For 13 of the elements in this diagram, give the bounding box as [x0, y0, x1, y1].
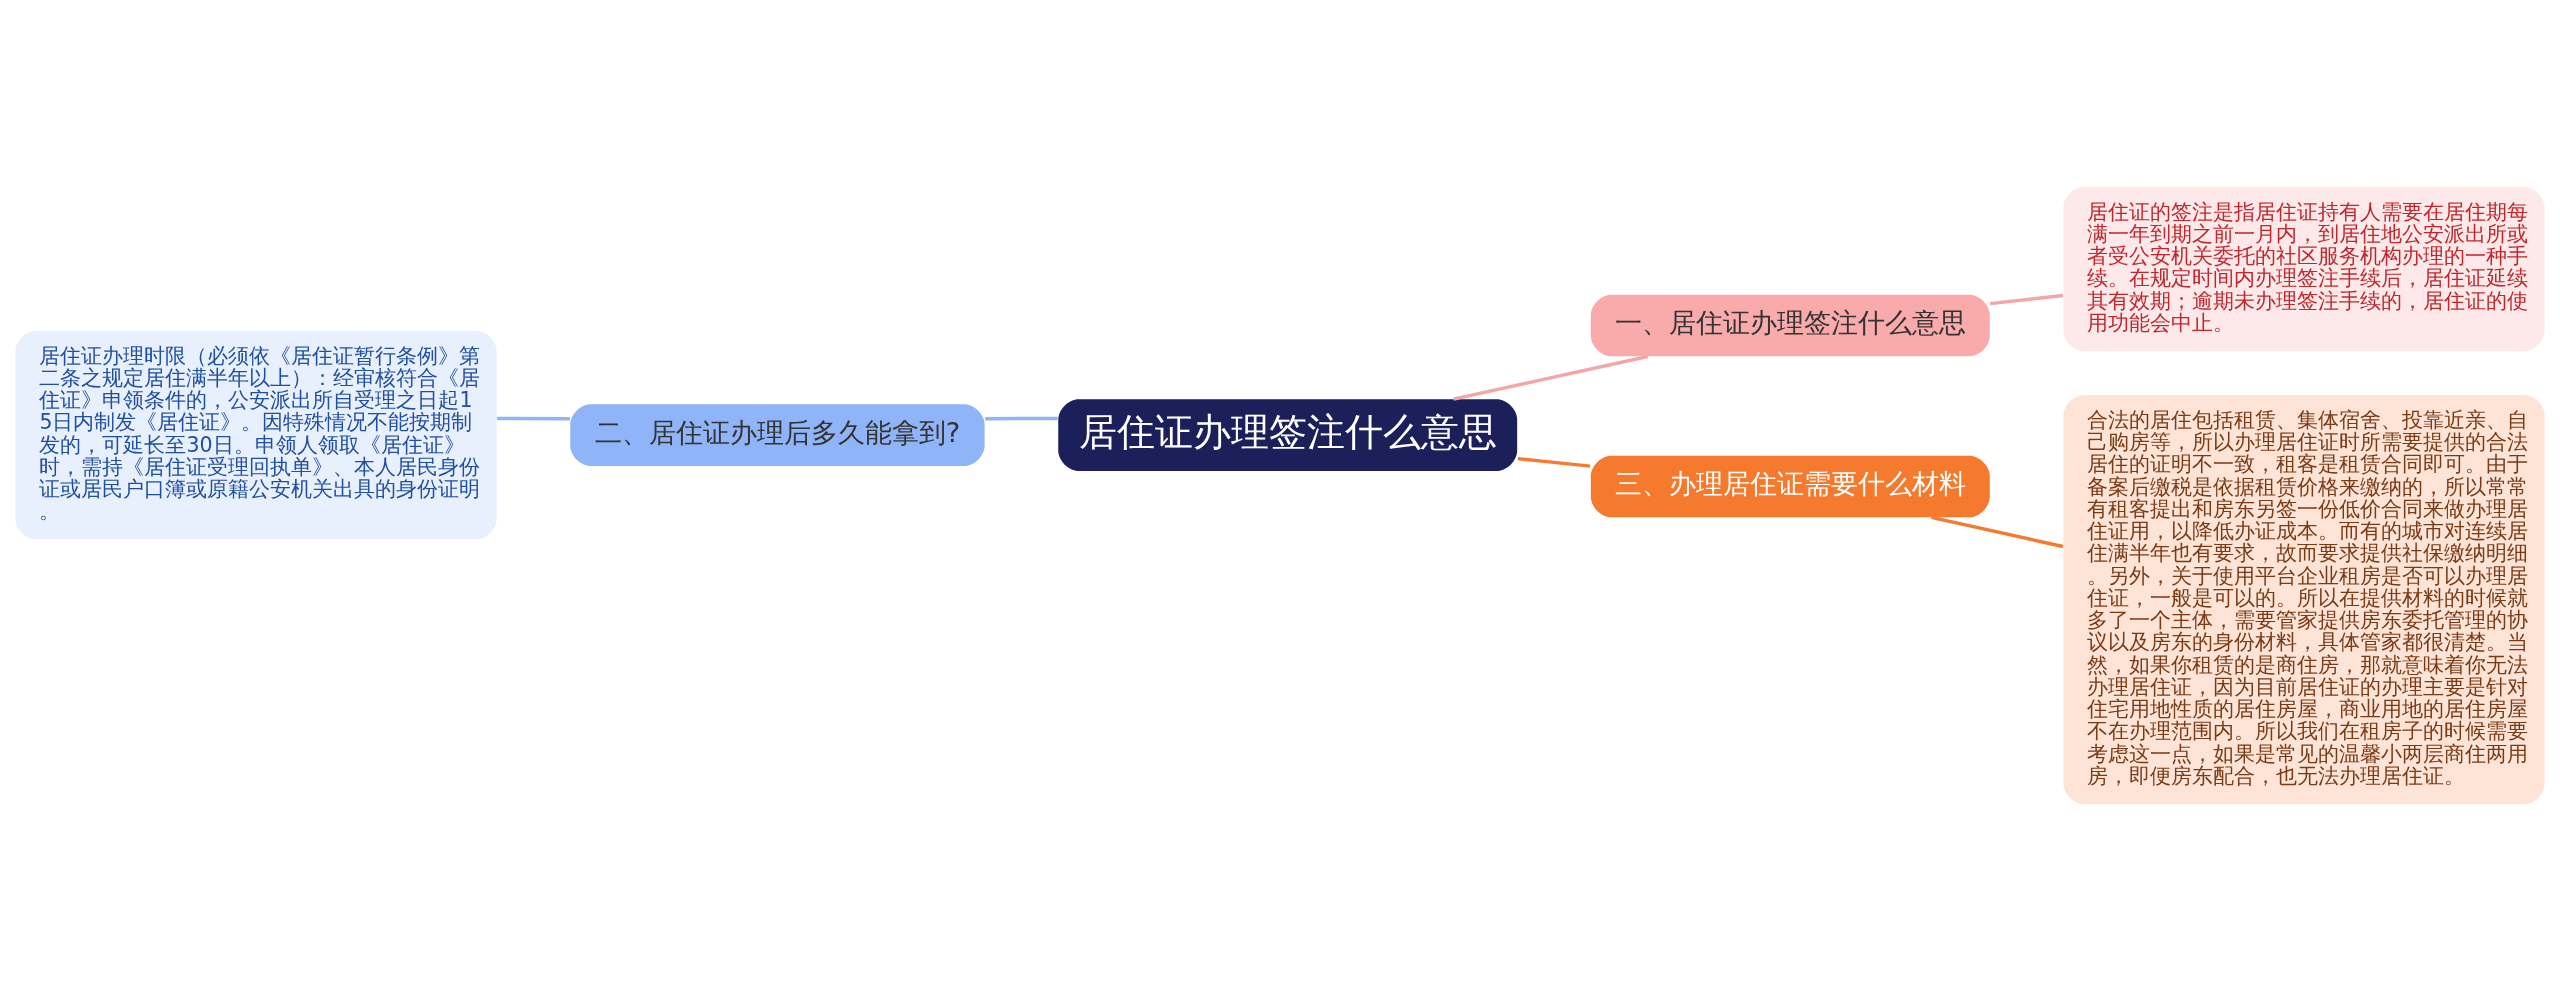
- connector: [1453, 354, 1649, 401]
- node-box: 居住证办理时限（必须依《居住证暂行条例》第二条之规定居住满半年以上）：经审核符合《居住证》申领条件的，公安派出所自受理之日起15日内制发《居住证》。因特殊情况不能按期制发的，可延长至30日。申领人领取《居住证》时，需持《居住证受理回执单》、本人居民身份证或居民户口簿或原籍公安机关出具的身份证明。: [15, 330, 497, 540]
- node-box: 三、办理居住证需要什么材料: [1590, 455, 1990, 518]
- connector: [1989, 293, 2064, 306]
- node-box: 合法的居住包括租赁、集体宿舍、投靠近亲、自己购房等，所以办理居住证时所需要提供的合法居住的证明不一致，租客是租赁合同即可。由于备案后缴税是依据租赁价格来缴纳的，所以常常有租客提出和房东另签一份低价合同来做办理居住证用，以降低办证成本。而有的城市对连续居住满半年也有要求，故而要求提供社保缴纳明细。另外，关于使用平台企业租房是否可以办理居住证，一般是可以的。所以在提供材料的时候就多了一个主体，需要管家提供房东委托管理的协议以及房东的身份材料，具体管家都很清楚。当然，如果你租赁的是商住房，那就意味着你无法办理居住证，因为目前居住证的办理主要是针对住宅用地性质的居住房屋，商业用地的居住房屋不在办理范围内。所以我们在租房子的时候需要考虑这一点，如果是常见的温馨小两层商住两用房，即便房东配合，也无法办理居住证。: [2063, 394, 2545, 805]
- connector: [985, 416, 1058, 421]
- connector: [1517, 456, 1591, 468]
- node-box: 一、居住证办理签注什么意思: [1590, 294, 1990, 357]
- node-box: 居住证办理签注什么意思: [1058, 399, 1518, 472]
- node-box: 居住证的签注是指居住证持有人需要在居住期每满一年到期之前一月内，到居住地公安派出所或者受公安机关委托的社区服务机构办理的一种手续。在规定时间内办理签注手续后，居住证延续其有效期；逾期未办理签注手续的，居住证的使用功能会中止。: [2063, 186, 2545, 352]
- connector: [1931, 515, 2064, 549]
- node-box: 二、居住证办理后多久能拿到?: [570, 404, 985, 466]
- connector: [497, 416, 571, 421]
